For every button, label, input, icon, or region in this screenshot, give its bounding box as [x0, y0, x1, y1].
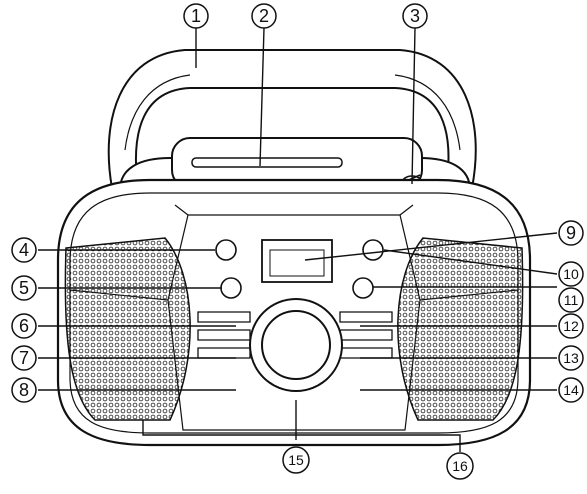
svg-text:2: 2 [259, 6, 269, 26]
callout-1: 1 [183, 3, 209, 29]
svg-text:5: 5 [19, 278, 29, 298]
indicator-11 [352, 277, 374, 299]
button-14 [339, 347, 393, 359]
callout-3: 3 [402, 3, 428, 29]
svg-text:15: 15 [288, 452, 304, 468]
svg-text:1: 1 [191, 6, 201, 26]
callout-7: 7 [11, 345, 37, 371]
svg-text:8: 8 [19, 380, 29, 400]
button-12 [339, 311, 393, 323]
indicator-4 [215, 239, 237, 261]
indicator-5 [220, 277, 242, 299]
left-buttons [197, 311, 251, 359]
callout-11b: 11 [558, 287, 584, 313]
svg-text:13: 13 [563, 350, 579, 366]
callout-14: 14 [558, 377, 584, 403]
callout-16: 16 [446, 452, 474, 480]
volume-knob [249, 298, 343, 392]
callout-15: 15 [282, 446, 310, 474]
callout-10: 10 [558, 261, 584, 287]
callout-8: 8 [11, 377, 37, 403]
svg-text:16: 16 [452, 458, 468, 474]
button-6 [197, 311, 251, 323]
svg-text:11: 11 [564, 292, 579, 308]
callout-12: 12 [558, 313, 584, 339]
callout-9: 9 [558, 220, 584, 246]
svg-text:4: 4 [19, 240, 29, 260]
svg-text:3: 3 [410, 6, 420, 26]
button-8 [197, 347, 251, 359]
callouts: 1 2 3 4 5 6 7 8 9 10 11 12 13 14 15 16 [11, 3, 584, 480]
callout-4: 4 [11, 237, 37, 263]
callout-2: 2 [251, 3, 277, 29]
button-7 [197, 329, 251, 341]
callout-5: 5 [11, 275, 37, 301]
svg-text:6: 6 [19, 316, 29, 336]
leader-lines [38, 27, 558, 452]
right-speaker-grille [397, 237, 524, 421]
callout-13: 13 [558, 345, 584, 371]
left-speaker-grille [64, 237, 191, 421]
indicator-10 [362, 239, 384, 261]
svg-text:9: 9 [566, 223, 576, 243]
svg-text:14: 14 [563, 382, 579, 398]
callout-6: 6 [11, 313, 37, 339]
button-13 [339, 329, 393, 341]
svg-text:10: 10 [563, 266, 579, 282]
svg-text:12: 12 [563, 318, 579, 334]
right-buttons [339, 311, 393, 359]
svg-text:7: 7 [19, 348, 29, 368]
lcd-display [261, 239, 333, 283]
